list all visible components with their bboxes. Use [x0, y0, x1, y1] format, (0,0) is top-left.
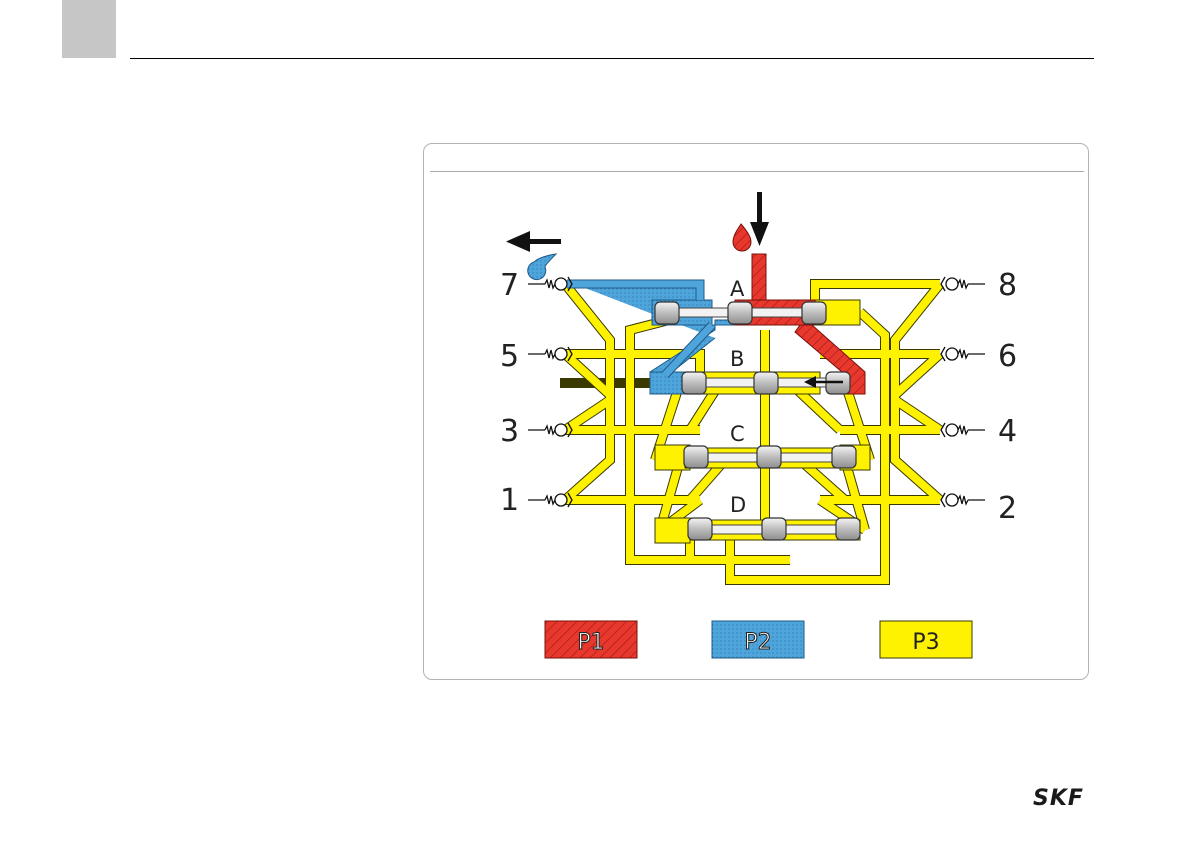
outlet-arrow-icon	[506, 231, 561, 252]
piston-label-c: C	[730, 422, 745, 446]
legend-label-p1: P1	[577, 630, 604, 655]
outlet-label-7: 7	[500, 268, 519, 303]
legend-label-p3: P3	[912, 630, 939, 655]
skf-logo: SKF	[1033, 788, 1095, 810]
outlet-label-2: 2	[998, 491, 1017, 526]
piston-label-a: A	[730, 277, 745, 301]
lubricant-drop-blue-icon	[528, 254, 556, 280]
lubricant-drop-red-icon	[733, 224, 751, 251]
outlet-label-8: 8	[998, 268, 1017, 303]
outlet-label-4: 4	[998, 414, 1017, 449]
piston-label-d: D	[730, 493, 746, 517]
piston-label-b: B	[730, 347, 744, 371]
legend: P1 P2 P3	[545, 621, 972, 658]
outlet-label-6: 6	[998, 339, 1017, 374]
outlet-label-5: 5	[500, 339, 519, 374]
outlet-label-3: 3	[500, 414, 519, 449]
legend-label-p2: P2	[744, 630, 771, 655]
inlet-arrow-icon	[750, 192, 769, 246]
outlet-label-1: 1	[500, 483, 519, 518]
